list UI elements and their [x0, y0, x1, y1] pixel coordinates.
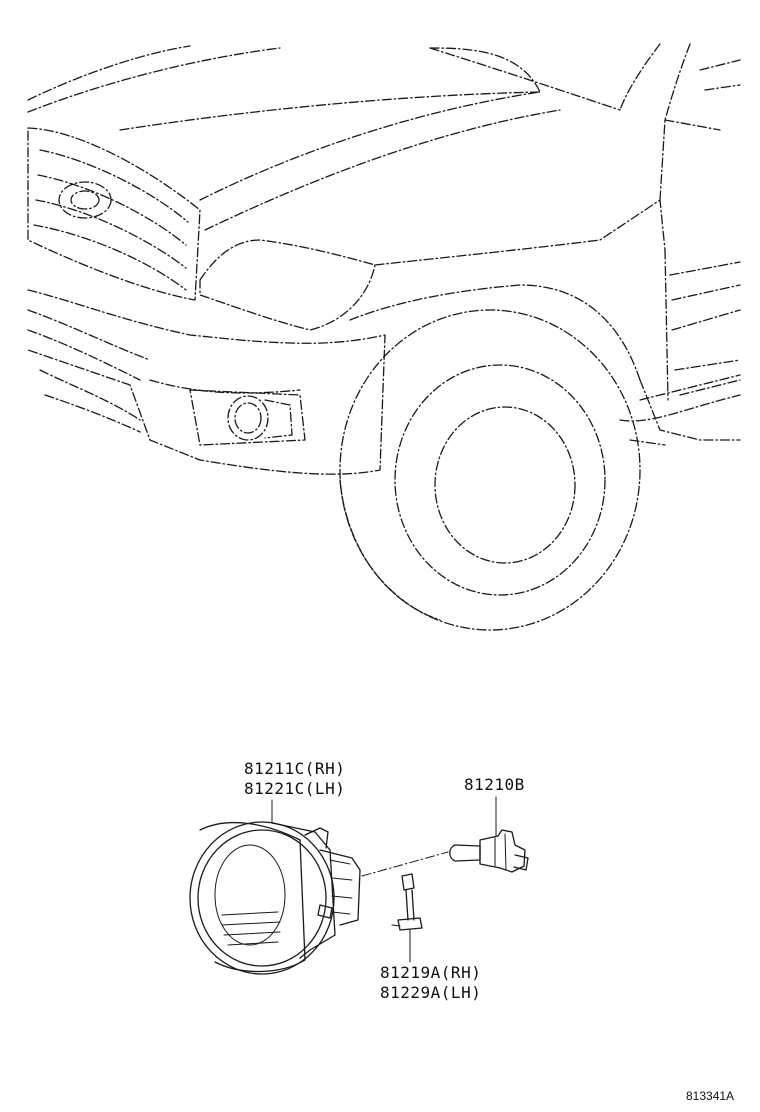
front-wheel	[339, 309, 641, 631]
emblem	[58, 181, 112, 219]
grille	[27, 127, 201, 301]
label-socket-lh: 81229A(LH)	[380, 983, 481, 1002]
fog-lamp-lens	[189, 821, 335, 975]
fog-lamp-assembly	[189, 821, 361, 975]
side-step	[619, 374, 741, 446]
label-fog-lamp-lh: 81221C(LH)	[244, 779, 345, 798]
a-pillar	[619, 43, 741, 131]
fog-lamp-on-vehicle	[189, 389, 306, 446]
bulb-socket-wire	[391, 873, 423, 931]
vehicle-outline	[27, 43, 741, 631]
fog-lamp-reflector	[214, 844, 286, 946]
label-socket-rh: 81219A(RH)	[380, 963, 481, 982]
fender	[349, 199, 741, 441]
front-bumper	[27, 289, 386, 475]
hood-outline	[27, 45, 561, 231]
headlamp	[199, 239, 376, 331]
assembly-axis-line	[361, 851, 449, 877]
illustration-code: 813341A	[686, 1089, 734, 1103]
label-fog-lamp-rh: 81211C(RH)	[244, 759, 345, 778]
label-bulb: 81210B	[464, 775, 525, 794]
hood-crease	[429, 47, 621, 111]
fog-lamp-bulb	[449, 829, 529, 873]
